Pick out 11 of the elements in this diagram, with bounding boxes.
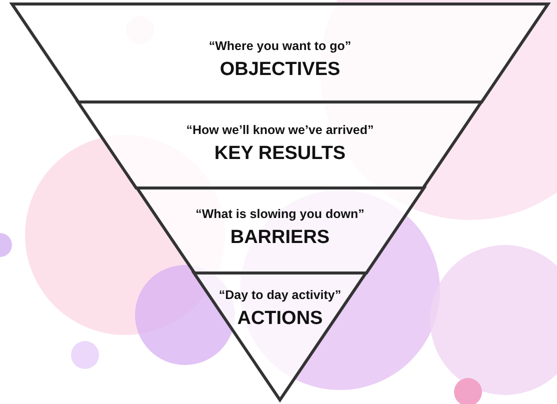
funnel-band bbox=[12, 4, 548, 102]
quote-text: “Where you want to go” bbox=[208, 39, 352, 53]
funnel-band bbox=[194, 273, 366, 400]
quote-text: “Day to day activity” bbox=[218, 288, 342, 302]
quote-text: “What is slowing you down” bbox=[194, 207, 366, 221]
band-title: OBJECTIVES bbox=[218, 59, 342, 81]
band-title: BARRIERS bbox=[229, 227, 331, 249]
quote-text: “How we’ll know we’ve arrived” bbox=[185, 123, 375, 137]
band-title: ACTIONS bbox=[236, 308, 324, 330]
funnel-band bbox=[78, 102, 482, 188]
band-title: KEY RESULTS bbox=[213, 143, 347, 165]
